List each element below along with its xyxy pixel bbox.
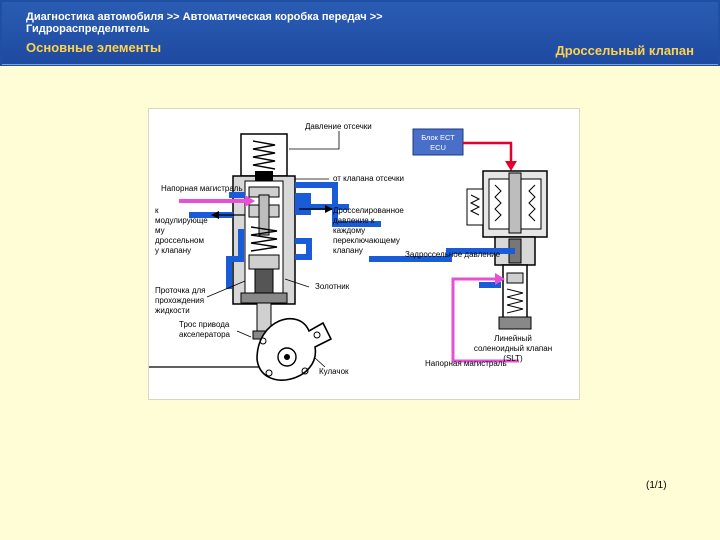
label-spool: Золотник <box>315 282 350 291</box>
page-number: (1/1) <box>646 480 667 491</box>
label-line-pressure: Напорная магистраль <box>161 184 243 193</box>
label-line-pressure-right: Напорная магистраль <box>425 359 507 368</box>
label-slt-1: Линейный <box>494 334 532 343</box>
modulator-arrow <box>211 211 245 219</box>
label-to-modulator-1: к <box>155 206 159 215</box>
page-title: Дроссельный клапан <box>555 43 694 58</box>
label-fluid-1: Проточка для <box>155 286 206 295</box>
header-inner: Диагностика автомобиля >> Автоматическая… <box>2 2 718 65</box>
label-to-modulator-5: у клапану <box>155 246 191 255</box>
label-to-modulator-4: дроссельном <box>155 236 204 245</box>
ecu-label-2: ECU <box>430 143 446 152</box>
slt-line-pressure-arrow <box>451 273 519 363</box>
label-cutback-pressure: Давление отсечки <box>305 122 372 131</box>
throttle-pressure-arrow <box>299 205 333 213</box>
label-from-cutback-valve: от клапана отсечки <box>333 174 404 183</box>
cam <box>149 317 333 381</box>
ecu-label-1: Блок ЕСТ <box>421 133 455 142</box>
breadcrumb-line-1[interactable]: Диагностика автомобиля >> Автоматическая… <box>26 11 383 23</box>
label-throttle-pressure-5: клапану <box>333 246 363 255</box>
throttle-valve-diagram: Блок ЕСТ ECU <box>149 122 552 381</box>
slt-oil-passages <box>369 248 515 288</box>
label-fluid-2: прохождения <box>155 296 204 305</box>
spool-channel <box>295 193 311 215</box>
label-to-modulator-2: модулирующе <box>155 216 208 225</box>
ecu-signal-arrow <box>463 141 517 171</box>
label-to-modulator-3: му <box>155 226 165 235</box>
breadcrumb: Диагностика автомобиля >> Автоматическая… <box>26 11 383 35</box>
section-title: Основные элементы <box>26 40 162 55</box>
label-fluid-3: жидкости <box>155 306 190 315</box>
label-cable-1: Трос привода <box>179 320 230 329</box>
label-slt-3: (SLT) <box>503 354 523 363</box>
label-throttle-pressure-4: переключающему <box>333 236 400 245</box>
slt-solenoid <box>466 170 548 330</box>
label-cam: Кулачок <box>319 367 349 376</box>
diagram-panel: Блок ЕСТ ECU <box>148 108 580 400</box>
label-throttle-pressure-1: Дросселированное <box>333 206 404 215</box>
label-throttle-pressure-2: давление к <box>333 216 375 225</box>
label-slt-2: соленоидный клапан <box>474 344 552 353</box>
ecu-box: Блок ЕСТ ECU <box>412 128 464 156</box>
label-throttle-pressure-right: Задроссельное давление <box>405 250 501 259</box>
header-bar: Диагностика автомобиля >> Автоматическая… <box>0 0 720 66</box>
label-cable-2: акселератора <box>179 330 231 339</box>
line-pressure-arrow <box>179 195 255 207</box>
label-throttle-pressure-3: каждому <box>333 226 365 235</box>
breadcrumb-line-2[interactable]: Гидрораспределитель <box>26 23 150 35</box>
